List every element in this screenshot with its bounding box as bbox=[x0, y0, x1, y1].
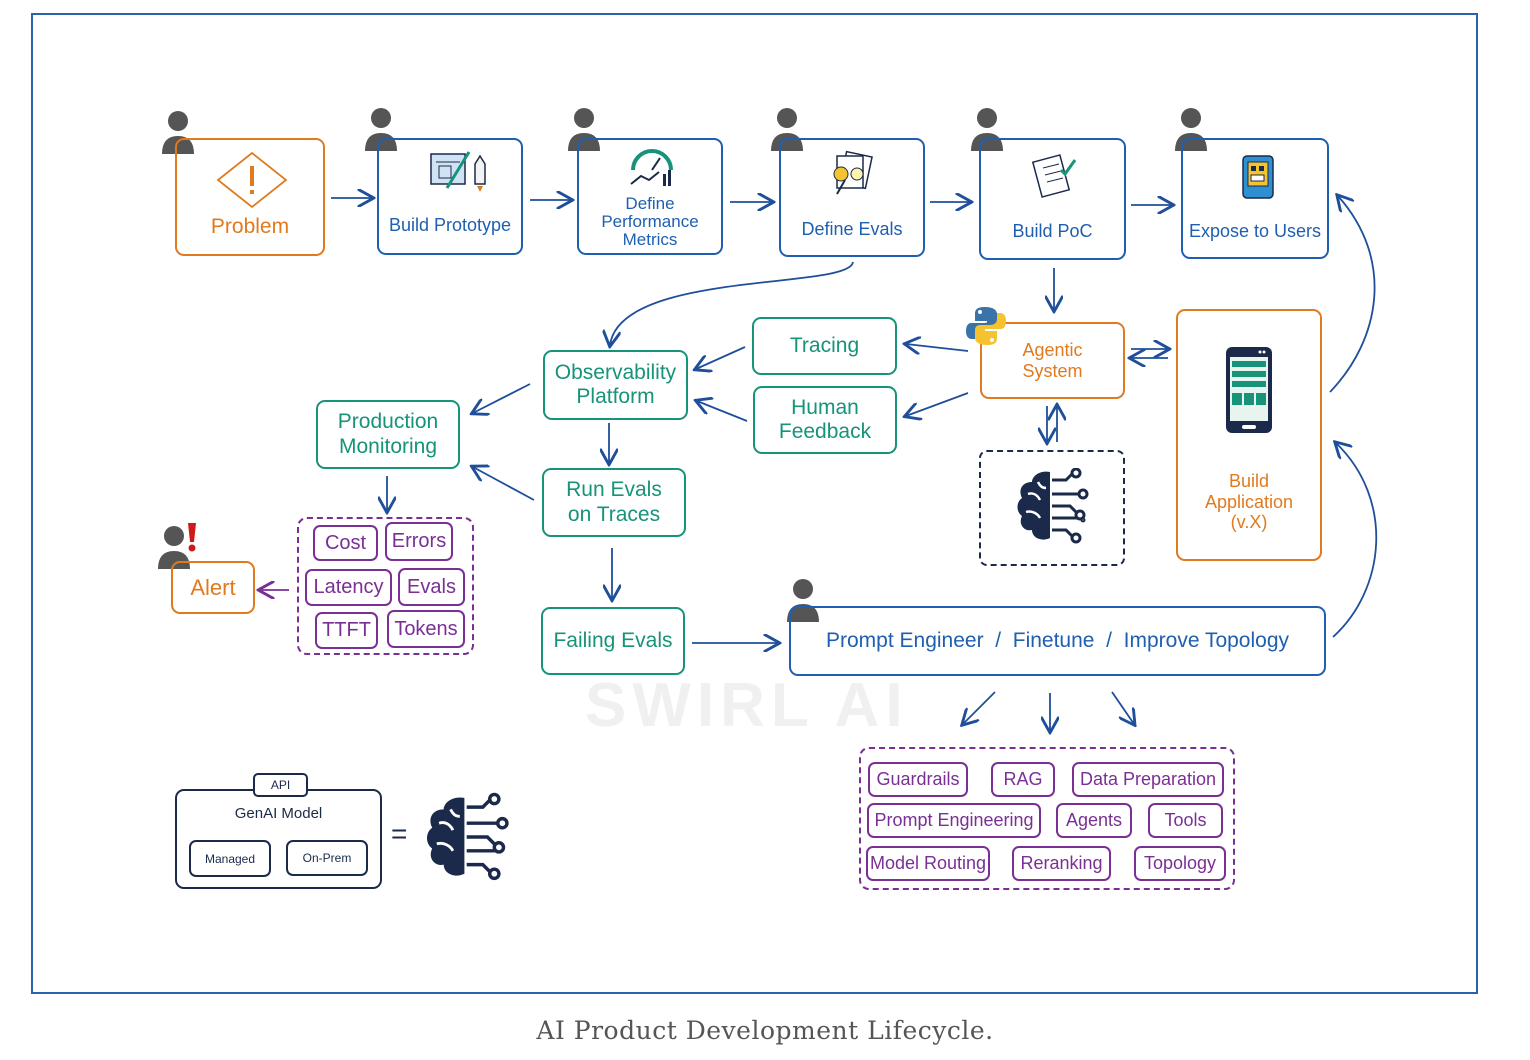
alert-label: Alert bbox=[190, 574, 236, 600]
arrow-tracing-observability bbox=[696, 346, 746, 369]
failing-evals-box: Failing Evals bbox=[541, 607, 685, 675]
define-metrics-box: Define Performance Metrics bbox=[577, 138, 723, 255]
build-application-box: Build Application (v.X) bbox=[1176, 309, 1322, 561]
human-feedback-label: Human Feedback bbox=[778, 395, 872, 443]
arrow-agentic-tracing bbox=[906, 344, 969, 351]
problem-box: Problem bbox=[175, 138, 325, 256]
ai-brain-icon bbox=[427, 792, 509, 881]
improvement-chip: Reranking bbox=[1012, 846, 1111, 881]
arrow-evals-observability bbox=[610, 261, 854, 345]
arrow-prompt-right bbox=[1111, 691, 1134, 724]
genai-model-dashed-box bbox=[979, 450, 1125, 566]
person-icon bbox=[158, 526, 190, 569]
figure-caption: AI Product Development Lifecycle. bbox=[536, 1016, 994, 1045]
managed-chip: Managed bbox=[189, 840, 271, 877]
production-monitoring-label: Production Monitoring bbox=[337, 410, 439, 458]
production-monitoring-box: Production Monitoring bbox=[316, 400, 460, 469]
metric-chip: Cost bbox=[313, 525, 378, 561]
prompt-engineer-box: Prompt Engineer / Finetune / Improve Top… bbox=[789, 606, 1326, 676]
metric-chip: Errors bbox=[385, 522, 453, 561]
alert-exclamation-icon bbox=[188, 523, 196, 552]
metric-chip: TTFT bbox=[315, 612, 378, 649]
python-logo-icon bbox=[966, 307, 1006, 345]
human-feedback-box: Human Feedback bbox=[753, 386, 897, 454]
diagram-frame bbox=[31, 13, 1478, 994]
watermark: SWIRL AI bbox=[585, 671, 909, 740]
phone-app-icon bbox=[1226, 347, 1272, 433]
improvement-chip: Data Preparation bbox=[1072, 762, 1224, 797]
blueprint-rocket-icon bbox=[430, 151, 486, 192]
expose-users-box: Expose to Users bbox=[1181, 138, 1329, 259]
metric-chip: Evals bbox=[398, 568, 465, 606]
agentic-system-label: Agentic System bbox=[1022, 339, 1083, 381]
checklist-pen-icon bbox=[1031, 154, 1077, 198]
failing-evals-label: Failing Evals bbox=[553, 629, 673, 652]
define-evals-box: Define Evals bbox=[779, 138, 925, 257]
define-metrics-label: Define Performance Metrics bbox=[601, 194, 699, 249]
problem-label: Problem bbox=[210, 215, 290, 238]
build-poc-box: Build PoC bbox=[979, 138, 1126, 260]
metric-chip: Tokens bbox=[387, 610, 465, 648]
improvement-chip: Prompt Engineering bbox=[867, 803, 1041, 838]
documents-bulb-icon bbox=[833, 150, 873, 195]
build-application-label: Build Application (v.X) bbox=[1204, 471, 1294, 533]
arrow-agentic-feedback bbox=[906, 392, 969, 416]
arrow-prompt-app bbox=[1332, 443, 1378, 638]
build-prototype-box: Build Prototype bbox=[377, 138, 523, 255]
ai-brain-icon bbox=[1017, 468, 1089, 544]
improvement-chip: Agents bbox=[1056, 803, 1132, 838]
observability-platform-box: Observability Platform bbox=[543, 350, 688, 420]
improvement-chip: Model Routing bbox=[866, 846, 990, 881]
gauge-chart-icon bbox=[630, 149, 673, 186]
agentic-system-box: Agentic System bbox=[980, 322, 1125, 399]
improvement-chip: RAG bbox=[991, 762, 1055, 797]
improvement-chip: Topology bbox=[1134, 846, 1226, 881]
arrow-app-expose bbox=[1329, 196, 1376, 393]
metrics-group bbox=[297, 517, 474, 655]
metric-chip: Latency bbox=[305, 569, 392, 606]
arrow-feedback-observability bbox=[697, 401, 748, 422]
equals-sign: = bbox=[391, 818, 408, 849]
tracing-label: Tracing bbox=[789, 334, 860, 357]
improvements-group bbox=[859, 747, 1235, 890]
warning-diamond-icon bbox=[216, 151, 288, 209]
observability-platform-label: Observability Platform bbox=[554, 360, 677, 408]
define-evals-label: Define Evals bbox=[801, 219, 903, 239]
arrow-prompt-left bbox=[963, 691, 996, 724]
tracing-box: Tracing bbox=[752, 317, 897, 375]
genai-model-label: GenAI Model bbox=[234, 805, 323, 822]
run-evals-label: Run Evals on Traces bbox=[566, 478, 662, 526]
mobile-app-icon bbox=[1242, 155, 1274, 199]
api-tag: API bbox=[253, 773, 308, 797]
build-poc-label: Build PoC bbox=[1012, 221, 1093, 241]
alert-box: Alert bbox=[171, 561, 255, 614]
improvement-chip: Tools bbox=[1148, 803, 1223, 838]
run-evals-box: Run Evals on Traces bbox=[542, 468, 686, 537]
arrow-runevals-monitoring bbox=[473, 467, 535, 501]
build-prototype-label: Build Prototype bbox=[388, 215, 512, 235]
improvement-chip: Guardrails bbox=[868, 762, 968, 797]
arrow-observability-monitoring bbox=[473, 383, 531, 413]
prompt-engineer-label: Prompt Engineer / Finetune / Improve Top… bbox=[825, 629, 1290, 652]
expose-users-label: Expose to Users bbox=[1188, 221, 1322, 241]
on-prem-chip: On-Prem bbox=[286, 840, 368, 876]
